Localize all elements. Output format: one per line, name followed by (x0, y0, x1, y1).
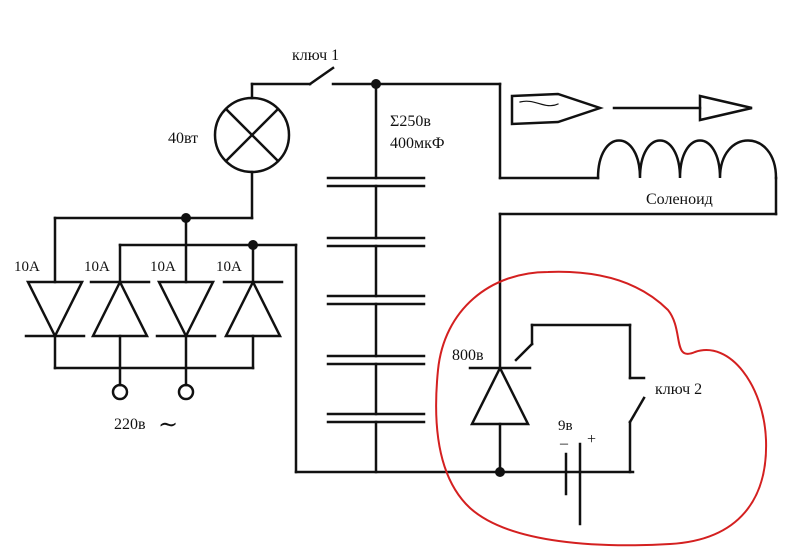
solenoid-coil (596, 139, 778, 180)
bridge-diode-3 (155, 216, 217, 387)
solenoid-label: Соленоид (646, 191, 713, 208)
capacitor-voltage-label: Σ250в (390, 113, 431, 130)
battery-voltage-label: 9в (558, 418, 573, 434)
diode-1-label: 10А (14, 259, 40, 275)
key1-label: ключ 1 (292, 47, 339, 64)
thyristor-voltage-label: 800в (452, 347, 484, 364)
diode-4-label: 10А (216, 259, 242, 275)
capacitor-bank (326, 82, 426, 474)
diode-2-label: 10А (84, 259, 110, 275)
diode-3-label: 10А (150, 259, 176, 275)
thyristor (468, 323, 632, 474)
battery-plus-sign: + (587, 431, 596, 448)
ac-terminal-right (177, 383, 195, 401)
ac-terminal-left (111, 383, 129, 401)
battery-minus-sign: – (559, 435, 569, 452)
bridge-diode-1 (24, 216, 86, 370)
direction-arrow (612, 94, 753, 122)
highlight-outline (435, 270, 768, 547)
projectile (510, 92, 604, 126)
switch-key2 (628, 376, 646, 474)
battery-9v (564, 442, 582, 526)
capacitor-capacitance-label: 400мкФ (390, 135, 445, 152)
bridge-diode-4 (222, 243, 284, 370)
switch-key1 (250, 66, 502, 86)
mains-voltage-label: 220в (114, 416, 146, 433)
key2-label: ключ 2 (655, 381, 702, 398)
lamp-power-label: 40вт (168, 130, 198, 147)
ac-symbol: ∼ (158, 412, 178, 438)
junctions (181, 79, 505, 477)
lamp (213, 82, 291, 220)
bridge-diode-2 (89, 243, 151, 387)
